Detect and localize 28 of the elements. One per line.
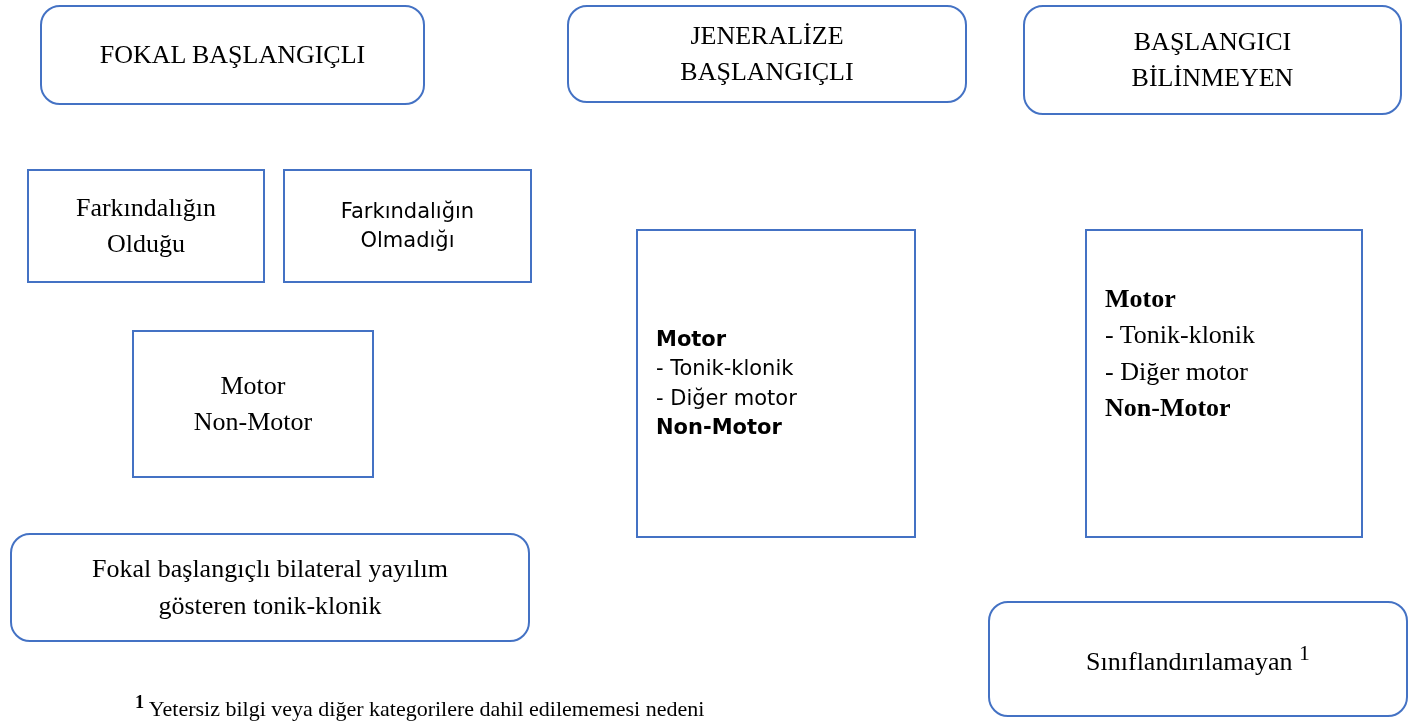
list-item: Motor [656,325,727,353]
category-box [40,5,425,105]
box-label: FOKAL BAŞLANGIÇLI [99,38,366,71]
list-item: Non-Motor [1105,392,1231,425]
category-box [1023,5,1402,115]
category-box [988,601,1408,717]
box-label: Motor [220,369,286,402]
list-item: Motor [1105,283,1176,315]
box-label: Sınıflandırılamayan $^{1}$ [1086,639,1310,678]
list-item: - Tonik-klonik [656,355,794,383]
category-box [283,169,532,283]
footnote: $^{1}$ Yetersiz bilgi veya diğer kategorilere dahil edilememesi nedeni [135,692,705,723]
category-box [27,169,265,283]
list-box [1085,229,1363,538]
category-box [10,533,530,642]
list-item: - Diğer motor [656,384,797,412]
list-item: Non-Motor [656,413,782,441]
category-box [132,330,374,478]
box-label: Fokal başlangıçlı bilateral yayılım gösteren tonik-klonik [91,553,449,622]
box-label: Farkındalığın Olduğu [74,191,218,260]
category-box [567,5,967,103]
box-label: JENERALİZE BAŞLANGIÇLI [679,19,855,88]
list-item: - Diğer motor [1105,355,1248,388]
box-label: Farkındalığın Olmadığı [339,197,476,254]
box-label: Non-Motor [193,406,313,438]
list-box [636,229,916,538]
box-label: BAŞLANGICI BİLİNMEYEN [1130,25,1295,94]
list-item: - Tonik-klonik [1105,319,1256,352]
